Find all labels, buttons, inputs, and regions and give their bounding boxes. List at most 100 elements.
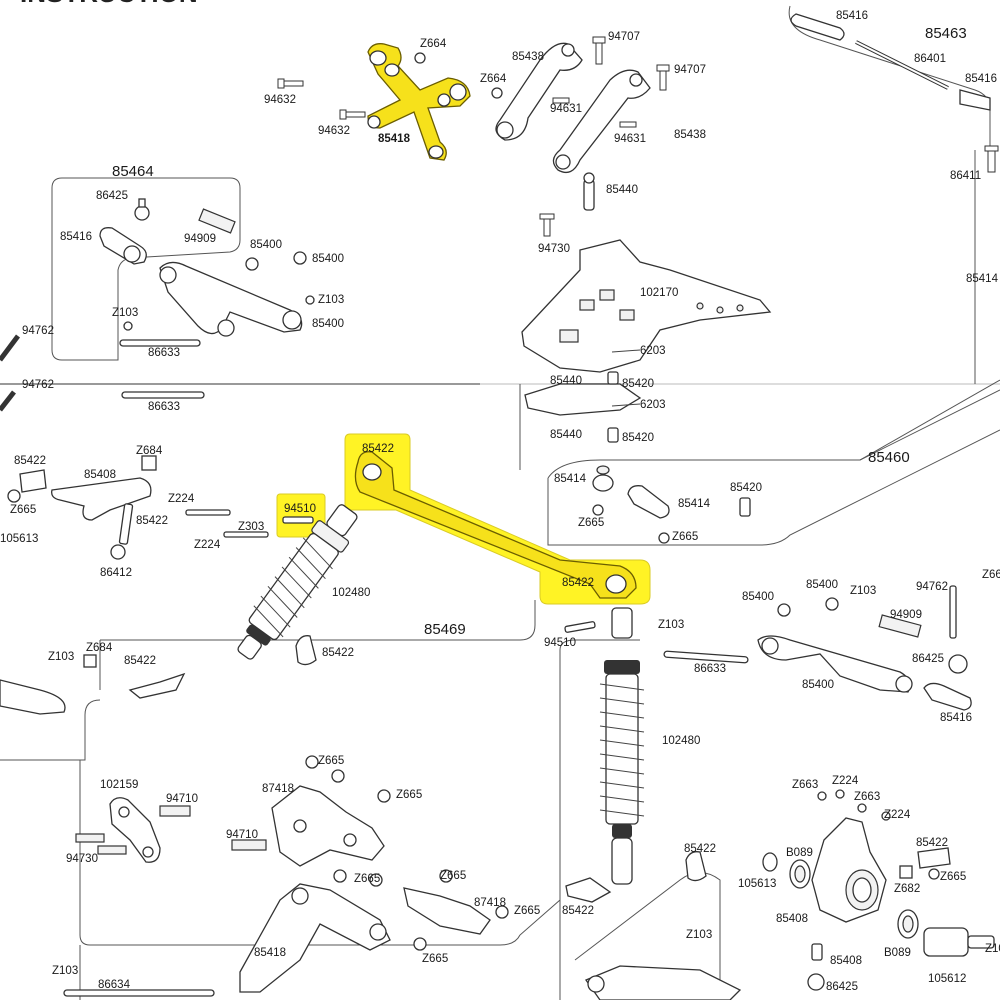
chassis-plate-102170-part[interactable]: [521, 239, 772, 373]
pin-86633-right-part[interactable]: [663, 650, 749, 664]
screw-94730-bottom-icon: [75, 833, 127, 855]
screw-94762-icon: [0, 334, 20, 412]
part-label: 86425: [96, 190, 128, 202]
part-label: Z103: [686, 929, 712, 941]
part-label: 94632: [318, 125, 350, 137]
hub-85408-part[interactable]: [51, 477, 152, 521]
ball-stud-86412-icon: [110, 503, 134, 560]
screw-94730-icon: [539, 213, 555, 237]
part-label: 94510: [544, 637, 576, 649]
group-label-85469: 85469: [424, 621, 466, 638]
pin-86633-part[interactable]: [119, 339, 201, 347]
screw-86411-icon: [984, 145, 999, 173]
part-label-85422-highlighted: 85422: [562, 577, 594, 589]
part-label: Z103: [112, 307, 138, 319]
plate-102159-part[interactable]: [109, 797, 161, 863]
ring-z103-icon: [123, 295, 315, 331]
part-label: 85416: [836, 10, 868, 22]
bolt-94510-icon: [282, 516, 314, 524]
part-label: Z224: [884, 809, 911, 821]
shock-absorber-102480a-part[interactable]: [227, 497, 367, 667]
spacer-105613-icon: [762, 852, 778, 872]
part-label: 85440: [606, 184, 638, 196]
post-85420-icon: [607, 371, 619, 443]
part-label: 85400: [250, 239, 282, 251]
part-label: 85408: [84, 469, 116, 481]
lower-arm-left-part[interactable]: [0, 679, 66, 715]
knuckle-87418-part[interactable]: [271, 785, 385, 867]
part-label: Z224: [194, 539, 221, 551]
bracket-85422-highlighted-part[interactable]: [354, 451, 637, 599]
rod-86401-part[interactable]: [855, 40, 949, 90]
axle-105612-part[interactable]: [923, 927, 995, 957]
frame-85469: [0, 600, 536, 761]
part-label: Z664: [480, 73, 507, 85]
part-label: 86411: [950, 170, 981, 182]
pin-86634-part[interactable]: [63, 989, 215, 997]
link-85414b-part[interactable]: [627, 485, 670, 519]
shock-absorber-102480b-part[interactable]: [599, 607, 645, 885]
highlight-box-94510: [276, 493, 326, 538]
group-label-85463: 85463: [925, 25, 967, 42]
lower-arm-85400-part[interactable]: [159, 261, 303, 337]
part-label: Z224: [168, 493, 195, 505]
knuckle-87418b-part[interactable]: [403, 887, 491, 935]
part-label: 102170: [640, 287, 678, 299]
upper-arm-85418-bottom-part[interactable]: [239, 883, 391, 993]
part-label: 105613: [738, 878, 776, 890]
part-label: 85440: [550, 429, 582, 441]
bracket-85438b-part[interactable]: [552, 69, 651, 174]
ball-86425-bottom-icon: [807, 943, 825, 991]
spring-94909-right-icon: [878, 614, 922, 638]
part-label: 85440: [550, 375, 582, 387]
part-label: 94632: [264, 94, 296, 106]
plate-fragment-part: [524, 383, 642, 416]
rod-end-85416-right-part[interactable]: [923, 682, 972, 711]
part-label: Z103: [52, 965, 78, 977]
part-label: 85414: [678, 498, 711, 510]
part-label: 86425: [826, 981, 858, 993]
part-label: Z224: [832, 775, 859, 787]
frame-85464: [51, 177, 241, 361]
part-label: Z103: [318, 294, 344, 306]
part-label: 85414: [554, 473, 587, 485]
part-label: 105613: [0, 533, 38, 545]
part-label: Z665: [396, 789, 422, 801]
pin-86633b-part[interactable]: [121, 391, 205, 399]
screw-94762-right-icon: [949, 585, 957, 639]
header-fragment: INSTRUCTION: [20, 0, 198, 8]
part-label: Z684: [86, 642, 113, 654]
part-label: 85422: [684, 843, 716, 855]
part-label: 85420: [730, 482, 762, 494]
part-label: Z663: [792, 779, 818, 791]
part-label: Z665: [10, 504, 36, 516]
bolt-94510b-icon: [564, 621, 596, 633]
nut-z665-icon: [592, 504, 670, 544]
bracket-85438a-part[interactable]: [495, 42, 583, 141]
upper-arm-85418-part[interactable]: [367, 43, 471, 161]
knuckle-85408-right-part[interactable]: [811, 817, 887, 923]
part-label: 85420: [622, 378, 654, 390]
rod-end-85416-top-part[interactable]: [790, 13, 991, 111]
ball-86425-right-icon: [948, 654, 968, 674]
part-label: 94909: [890, 609, 922, 621]
part-label-94510-highlighted: 94510: [284, 503, 316, 515]
lower-arm-85400-right-part[interactable]: [757, 635, 913, 693]
screw-94707-icon: [592, 36, 670, 91]
part-label: 85400: [806, 579, 838, 591]
rod-end-85416-part[interactable]: [99, 227, 147, 265]
post-85440-icon: [583, 172, 595, 211]
part-label: 94710: [166, 793, 198, 805]
clip-85400-icon: [245, 251, 307, 271]
part-label: 6203: [640, 399, 666, 411]
bushing-85422b-icon: [565, 851, 707, 903]
frame-center-top: [0, 383, 1000, 470]
part-label: Z665: [514, 905, 540, 917]
lower-arm-bottom-right-part[interactable]: [585, 965, 742, 1000]
part-label: 85422: [322, 647, 354, 659]
part-label: 85416: [965, 73, 997, 85]
part-label: Z682: [894, 883, 920, 895]
collar-85414a-part[interactable]: [592, 465, 614, 492]
part-label: Z665: [940, 871, 966, 883]
